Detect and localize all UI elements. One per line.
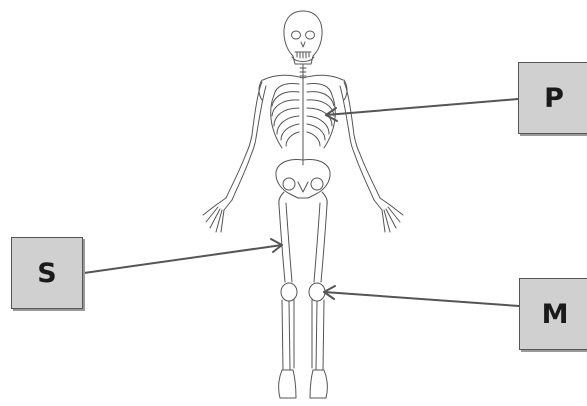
right-leg bbox=[309, 192, 327, 398]
right-arm bbox=[340, 82, 403, 232]
left-arm bbox=[203, 82, 266, 232]
label-m-text: M bbox=[542, 299, 569, 330]
label-box-m: M bbox=[519, 278, 587, 350]
label-s-text: S bbox=[37, 258, 56, 289]
pointer-p bbox=[326, 99, 518, 121]
label-box-p: P bbox=[518, 62, 587, 134]
pointer-lines bbox=[84, 99, 519, 306]
pointer-s bbox=[84, 239, 282, 273]
label-p-text: P bbox=[544, 83, 564, 114]
label-box-s: S bbox=[11, 237, 83, 309]
human-skeleton bbox=[203, 11, 403, 398]
pointer-m bbox=[324, 286, 519, 306]
left-leg bbox=[279, 192, 297, 398]
skull bbox=[284, 11, 322, 64]
